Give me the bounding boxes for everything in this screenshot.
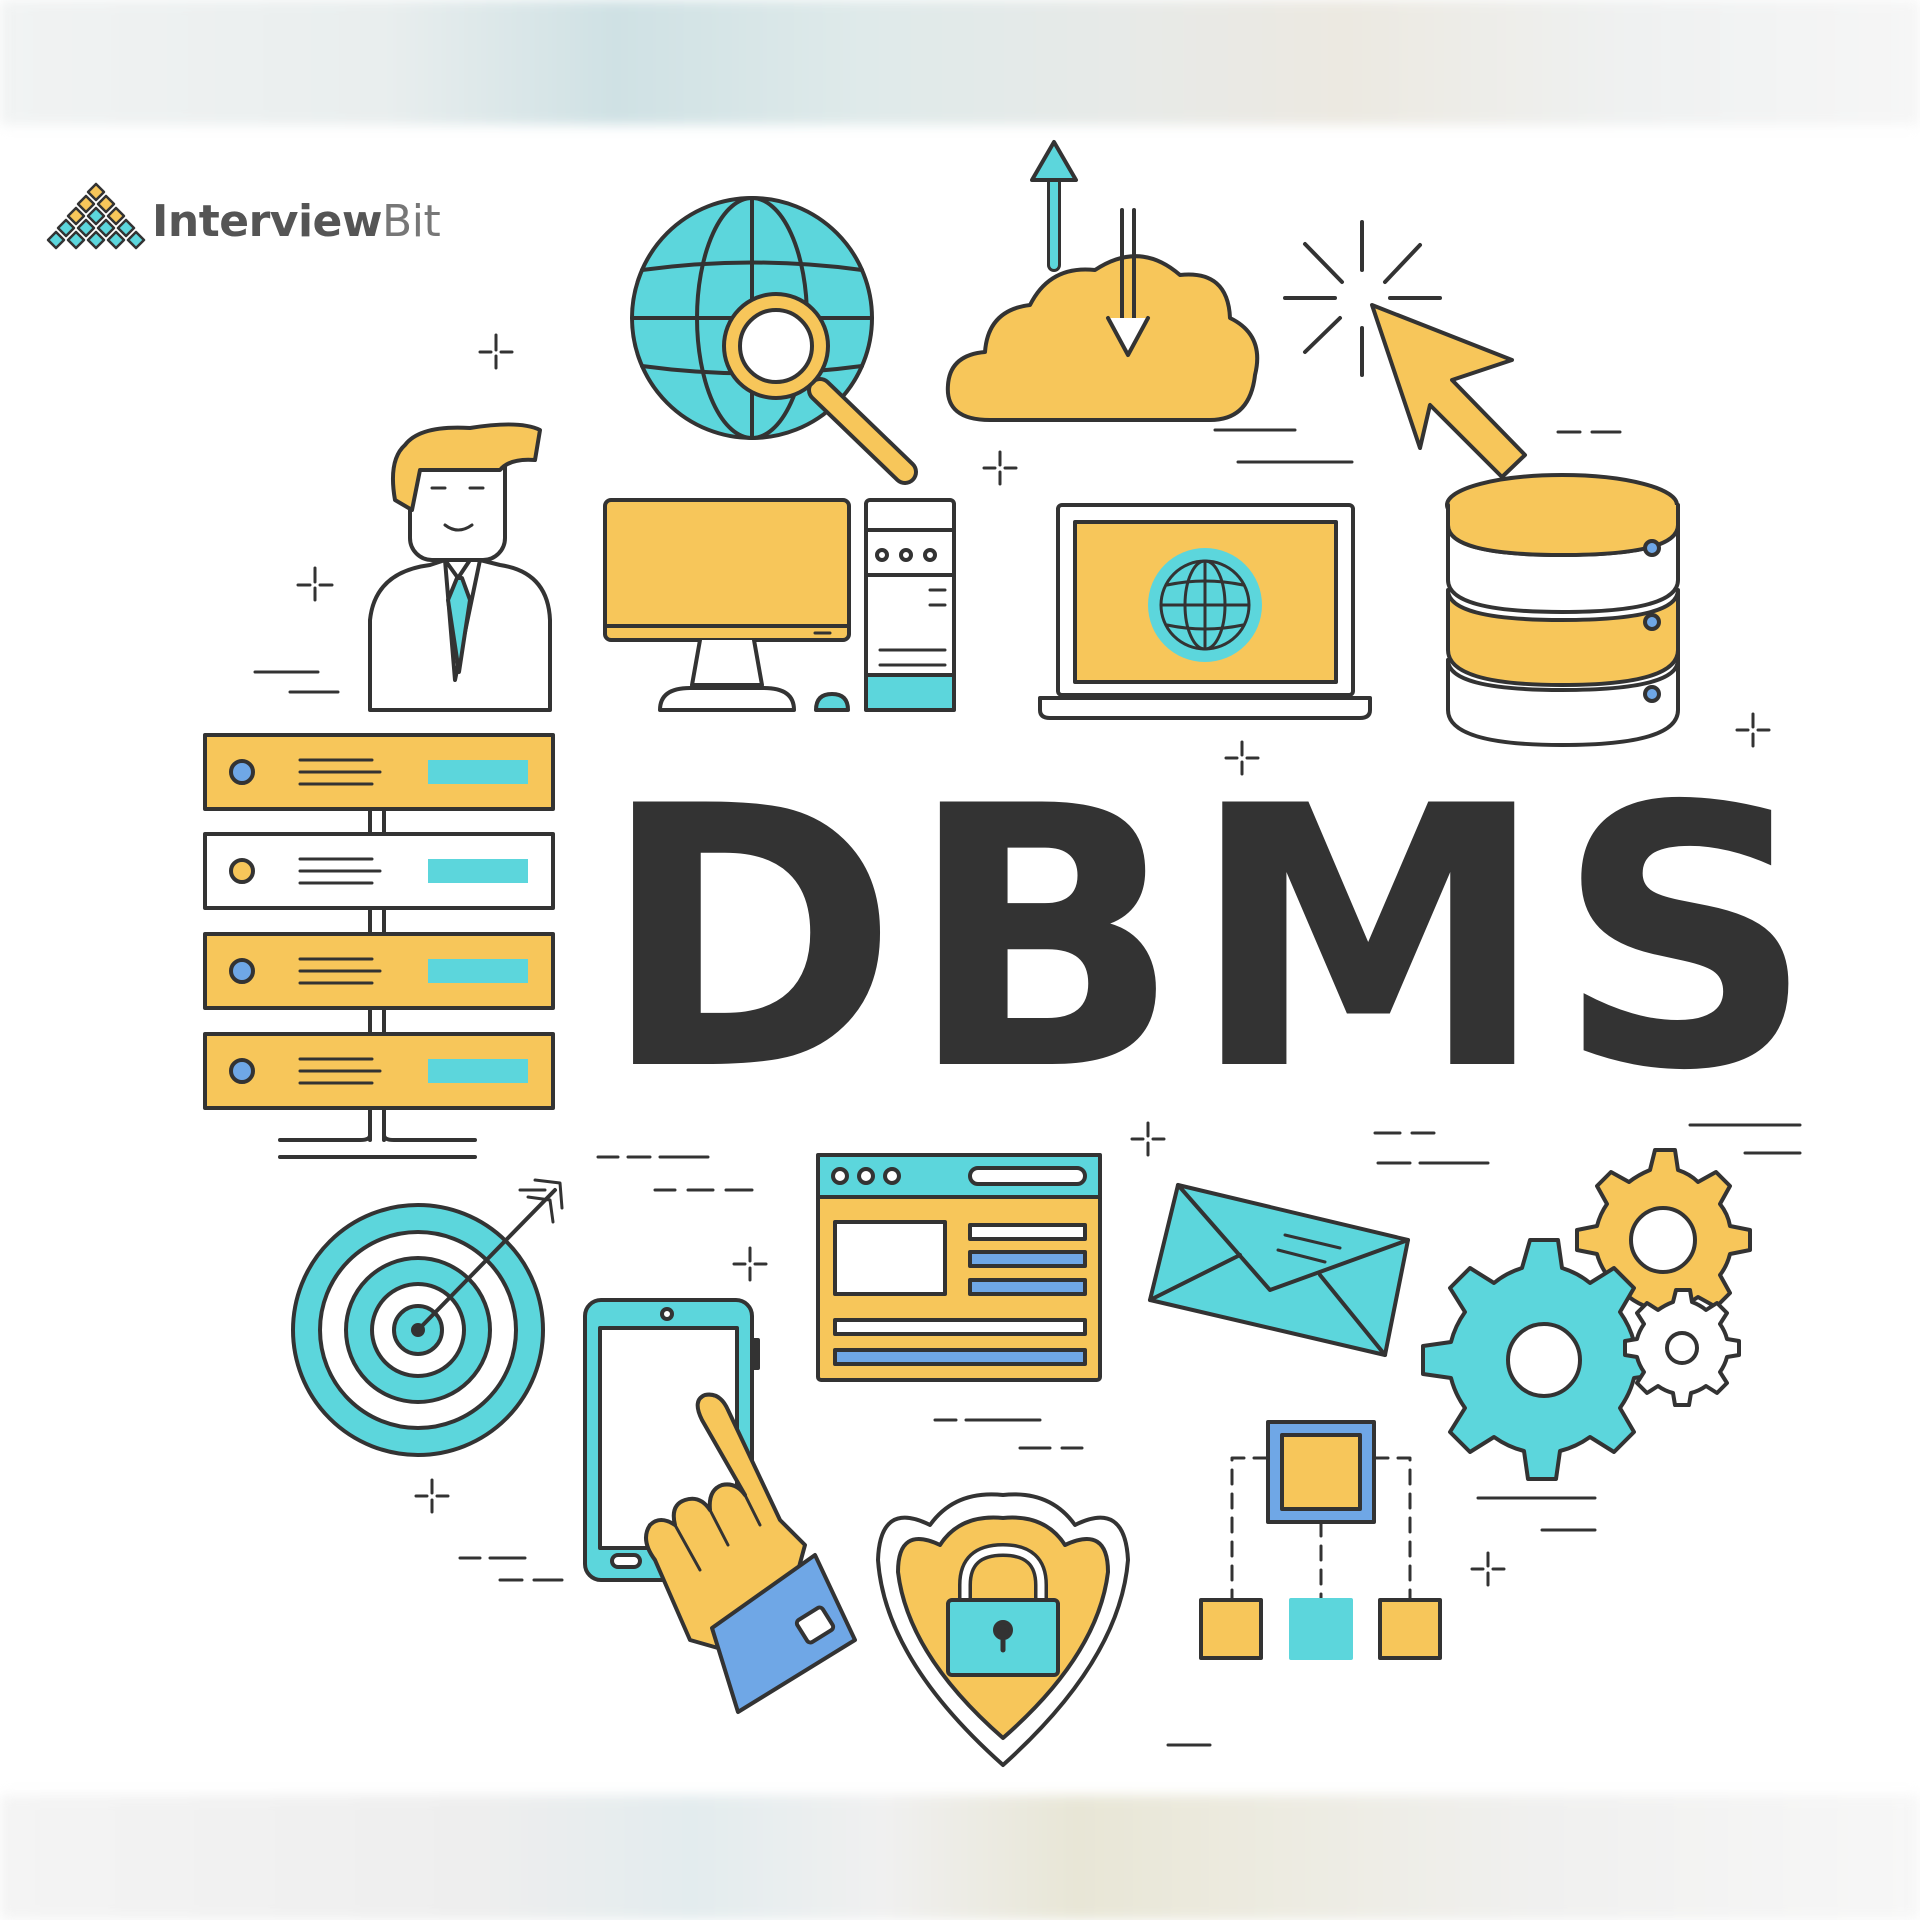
cloud-upload-download-icon	[945, 140, 1260, 422]
cursor-click-icon	[1283, 220, 1527, 479]
database-icon	[1445, 473, 1680, 747]
target-arrow-icon	[291, 1178, 564, 1457]
smartphone-touch-icon	[583, 1298, 857, 1714]
brand-wordmark: InterviewBit	[152, 196, 441, 247]
blurred-bottom-band	[0, 1795, 1920, 1920]
desktop-computer-icon	[603, 498, 956, 712]
logo-mark-icon	[46, 182, 146, 250]
dash-decorations	[253, 428, 1802, 1747]
blurred-top-band	[0, 0, 1920, 125]
page-title: DBMS	[600, 730, 1823, 1149]
brand-name-part2: Bit	[382, 196, 441, 247]
brand-name-part1: Interview	[152, 196, 383, 247]
sparkle-decorations	[296, 333, 1771, 1587]
gears-icon	[1421, 1148, 1752, 1481]
server-rack-icon	[203, 733, 555, 1159]
network-hierarchy-icon	[1199, 1420, 1442, 1660]
web-page-icon	[816, 1153, 1102, 1382]
envelope-icon	[1148, 1183, 1410, 1357]
security-shield-lock-icon	[876, 1492, 1130, 1767]
businessman-icon	[368, 422, 552, 712]
globe-search-icon	[630, 196, 918, 485]
laptop-globe-icon	[1038, 503, 1372, 720]
